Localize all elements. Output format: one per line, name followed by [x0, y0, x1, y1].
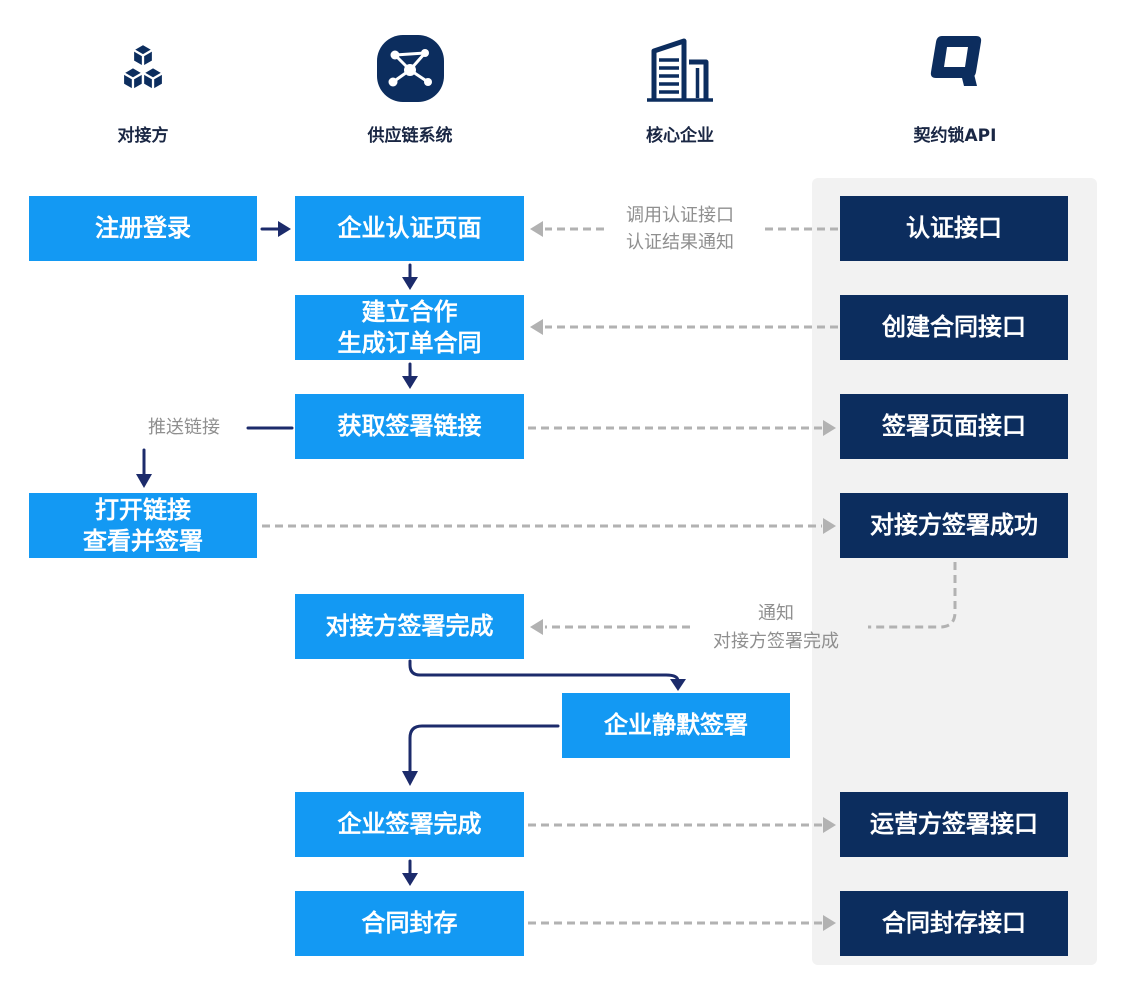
step-label: 注册登录 [95, 214, 191, 242]
api-operator-sign: 运营方签署接口 [840, 792, 1068, 857]
step-label-line-2: 生成订单合同 [337, 328, 482, 357]
step-counterparty-sign-done: 对接方签署完成 [295, 594, 524, 659]
lane-label-counterparty: 对接方 [117, 126, 169, 146]
step-label: 获取签署链接 [337, 412, 482, 440]
arrow-create-contract-to-get-link [402, 362, 418, 389]
dashed-arrow-create-contract-api [530, 319, 838, 335]
api-label: 认证接口 [906, 214, 1002, 242]
network-nodes-icon [377, 35, 444, 102]
step-open-link-view-sign: 打开链接 查看并签署 [29, 493, 257, 558]
step-label-line-1: 建立合作 [361, 297, 458, 326]
arrow-register-to-auth-page [260, 221, 291, 237]
dashed-arrow-archive-api [528, 915, 836, 931]
office-building-icon [647, 38, 713, 102]
step-label-line-1: 打开链接 [95, 495, 191, 524]
api-sign-page: 签署页面接口 [840, 394, 1068, 459]
lane-label-core-enterprise: 核心企业 [646, 126, 714, 146]
step-enterprise-sign-done: 企业签署完成 [295, 792, 524, 857]
arrow-auth-page-to-create-contract [402, 263, 418, 290]
step-register-login: 注册登录 [29, 196, 257, 261]
api-counterparty-sign-success: 对接方签署成功 [840, 493, 1068, 558]
api-create-contract: 创建合同接口 [840, 295, 1068, 360]
step-label: 对接方签署完成 [325, 612, 494, 640]
api-label: 合同封存接口 [882, 909, 1026, 937]
edge-label-call-auth-api: 调用认证接口 [626, 205, 734, 226]
api-auth: 认证接口 [840, 196, 1068, 261]
step-enterprise-silent-sign: 企业静默签署 [562, 693, 790, 758]
arrow-push-link-to-open-link [136, 448, 152, 488]
step-create-order-contract: 建立合作 生成订单合同 [295, 295, 524, 360]
step-label: 企业签署完成 [337, 810, 482, 838]
step-get-sign-link: 获取签署链接 [295, 394, 524, 459]
edge-label-notify: 通知 [758, 603, 794, 624]
step-contract-archive: 合同封存 [295, 891, 524, 956]
dashed-arrow-operator-sign-api [528, 817, 836, 833]
lane-label-qiyuesuo-api: 契约锁API [913, 126, 997, 146]
api-label: 对接方签署成功 [870, 511, 1038, 539]
cubes-icon [121, 42, 165, 92]
arrow-enterprise-done-to-archive [402, 859, 418, 886]
qiyuesuo-logo-icon [930, 36, 982, 86]
step-label: 企业静默签署 [604, 711, 748, 739]
lane-label-supply-chain-system: 供应链系统 [367, 126, 453, 146]
edge-label-auth-result-notify: 认证结果通知 [626, 232, 734, 253]
dashed-arrow-sign-page-api [528, 420, 836, 436]
dashed-arrow-open-link-to-sign-success [262, 518, 836, 534]
edge-label-counterparty-sign-done: 对接方签署完成 [713, 631, 839, 652]
api-label: 运营方签署接口 [870, 810, 1038, 838]
api-contract-archive: 合同封存接口 [840, 891, 1068, 956]
step-enterprise-auth-page: 企业认证页面 [295, 196, 524, 261]
edge-label-push-link: 推送链接 [148, 417, 220, 438]
step-label: 企业认证页面 [337, 214, 482, 242]
api-label: 签署页面接口 [882, 412, 1026, 440]
api-label: 创建合同接口 [882, 313, 1026, 341]
arrow-counterparty-done-to-silent-sign [408, 659, 686, 691]
arrow-silent-sign-to-enterprise-done [402, 724, 560, 786]
step-label-line-2: 查看并签署 [83, 526, 203, 555]
step-label: 合同封存 [361, 909, 458, 937]
